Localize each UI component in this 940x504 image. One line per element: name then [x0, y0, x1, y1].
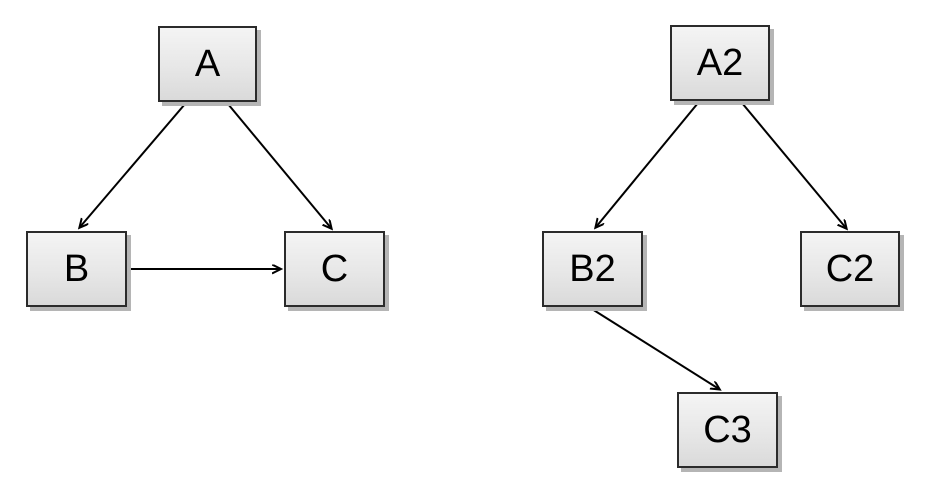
edge-A-C [227, 103, 331, 228]
node-B: B [26, 231, 127, 307]
node-A2: A2 [670, 25, 770, 101]
node-A: A [158, 26, 257, 102]
node-A2-label: A2 [696, 42, 744, 84]
edge-A-B [80, 103, 186, 227]
node-C2-label: C2 [825, 248, 875, 290]
edge-B2-C3 [591, 308, 719, 389]
edge-A2-C2 [741, 102, 846, 228]
node-B2: B2 [542, 231, 643, 307]
node-C-label: C [320, 248, 349, 290]
node-C: C [284, 231, 385, 307]
node-B2-label: B2 [569, 248, 616, 290]
node-C3-label: C3 [703, 409, 752, 451]
node-A-label: A [194, 43, 221, 85]
edge-A2-B2 [596, 102, 699, 227]
node-C2: C2 [800, 231, 900, 307]
node-C3: C3 [677, 392, 778, 468]
node-B-label: B [63, 248, 90, 290]
